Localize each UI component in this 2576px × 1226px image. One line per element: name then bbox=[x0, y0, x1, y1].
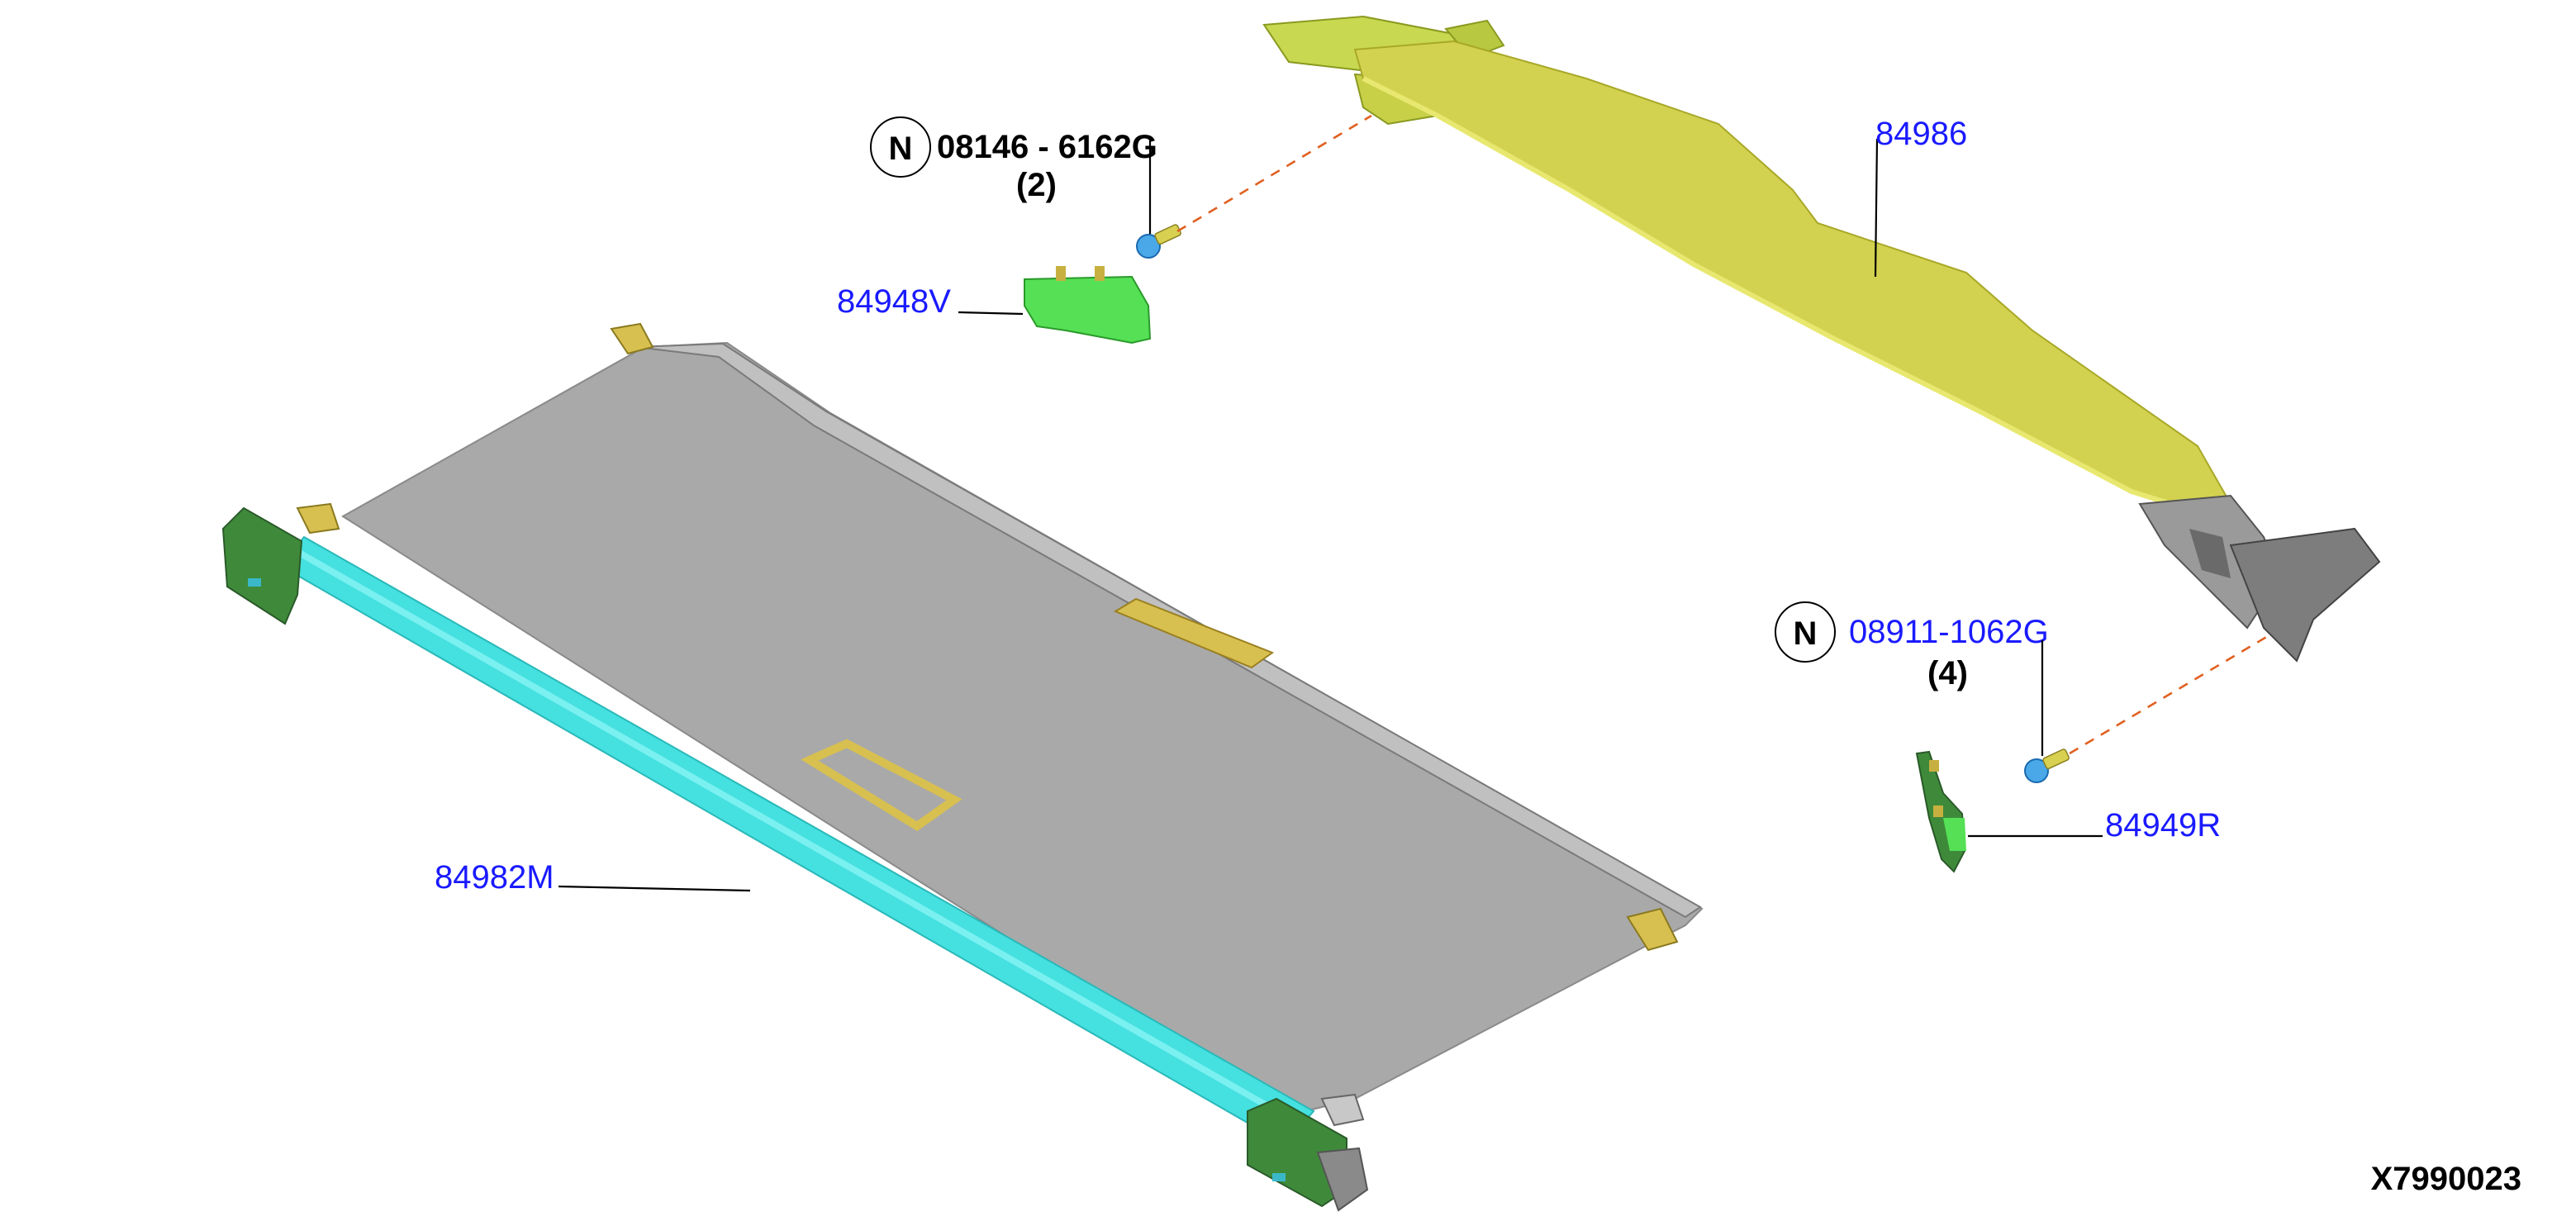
tonneau-cover-part-number[interactable]: 84982M bbox=[435, 859, 554, 896]
board-part-number[interactable]: 84986 bbox=[1875, 116, 1967, 152]
package-tray-icon bbox=[1262, 15, 2381, 663]
left-screw-quantity: (2) bbox=[1016, 167, 1057, 203]
n-badge-icon: N bbox=[870, 116, 931, 178]
right-screw-part-number[interactable]: 08911-1062G bbox=[1849, 614, 2049, 650]
bracket-icon bbox=[1024, 266, 1152, 345]
drawing-id: X7990023 bbox=[2371, 1161, 2521, 1197]
n-badge-icon: N bbox=[1775, 601, 1836, 663]
bracket-icon bbox=[1915, 750, 1966, 873]
tonneau-cover-icon bbox=[221, 322, 1704, 1212]
screw-icon bbox=[2024, 748, 2070, 783]
left-screw-part-number: 08146 - 6162G bbox=[937, 129, 1157, 165]
left-bracket-part-number[interactable]: 84948V bbox=[837, 283, 951, 320]
right-bracket-part-number[interactable]: 84949R bbox=[2105, 807, 2221, 843]
screw-icon bbox=[1136, 224, 1181, 259]
right-screw-badge-letter: N bbox=[1794, 615, 1818, 652]
right-screw-quantity: (4) bbox=[1927, 655, 1968, 691]
left-screw-badge-letter: N bbox=[889, 131, 913, 167]
